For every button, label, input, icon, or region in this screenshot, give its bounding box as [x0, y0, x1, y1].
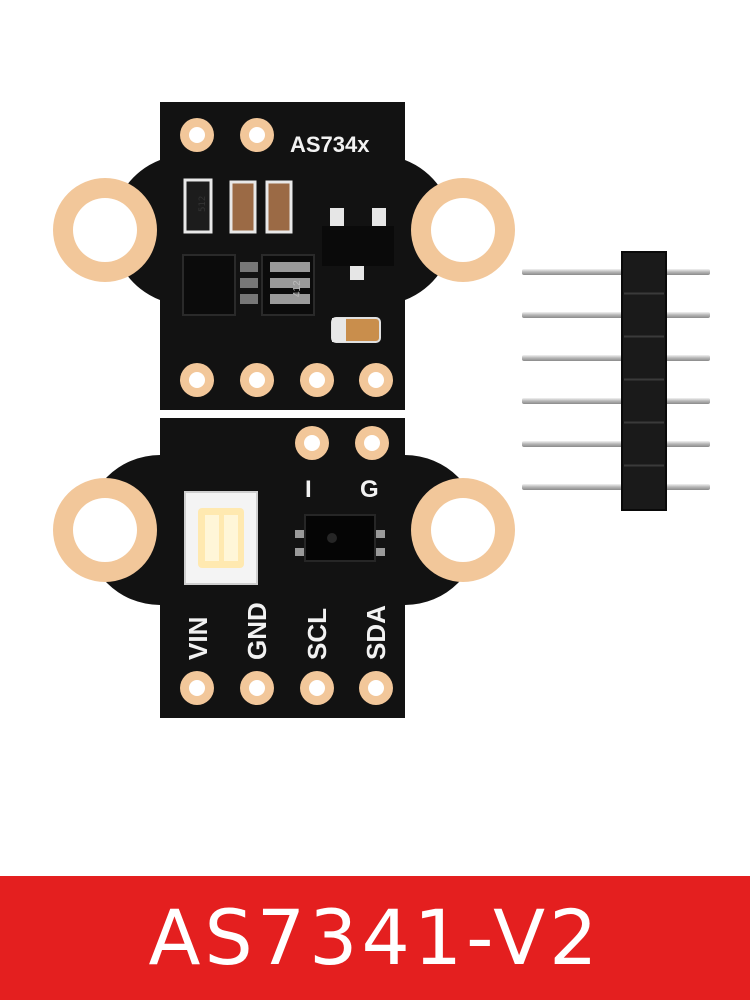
resistor-code: 512	[198, 196, 208, 212]
resistor: 512	[183, 178, 213, 234]
pin-label-vin: VIN	[183, 617, 213, 660]
header-pin	[522, 484, 710, 490]
top-board: AS734x 512 412	[53, 102, 515, 410]
header-segments	[624, 292, 664, 467]
header-plastic-body	[621, 251, 667, 511]
bottom-board-pad-row	[180, 671, 393, 705]
aux-pin-label-i: I	[305, 476, 312, 503]
header-pin	[522, 269, 710, 275]
ic-chip: 412	[182, 254, 315, 316]
aux-pin-label-g: G	[360, 476, 379, 503]
capacitor	[265, 180, 293, 234]
header-pin	[522, 398, 710, 404]
header-pins	[522, 269, 710, 490]
regulator-chip	[322, 208, 394, 280]
pin-label-gnd: GND	[242, 602, 272, 660]
ic-marking: 412	[292, 280, 303, 297]
tantalum-capacitor	[331, 317, 381, 343]
header-pin	[522, 355, 710, 361]
capacitor	[229, 180, 257, 234]
sensor-chip	[295, 514, 385, 562]
led	[184, 491, 258, 585]
header-pin	[522, 441, 710, 447]
board-marking: AS734x	[290, 132, 370, 157]
pin-label-scl: SCL	[302, 608, 332, 660]
product-title-banner: AS7341-V2	[0, 876, 750, 1000]
top-board-pad-row	[180, 363, 393, 397]
product-scene: AS734x 512 412	[53, 102, 710, 718]
header-pin	[522, 312, 710, 318]
pin-label-sda: SDA	[361, 605, 391, 660]
pin-header	[522, 251, 710, 511]
product-title: AS7341-V2	[148, 893, 602, 982]
bottom-board: I G VIN GND SCL SDA	[53, 418, 515, 718]
